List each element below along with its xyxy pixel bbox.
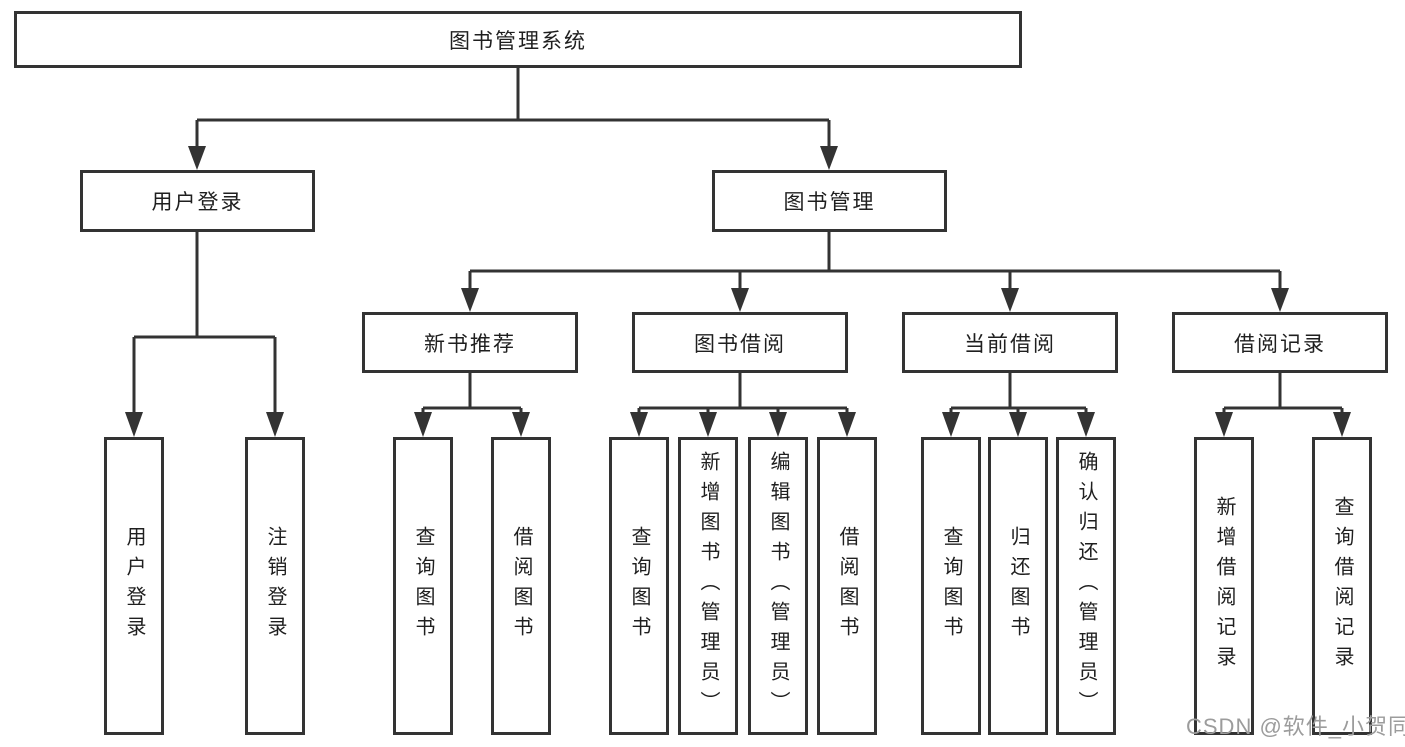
node-borrow-records: 借阅记录: [1172, 312, 1388, 373]
node-label: 查询借阅记录: [1331, 496, 1353, 676]
node-leaf-query-books-current: 查询图书: [921, 437, 981, 735]
connector-borrow-record-children: [1215, 373, 1351, 437]
node-leaf-borrow-books-recommend: 借阅图书: [491, 437, 551, 735]
node-label: 借阅图书: [836, 526, 858, 646]
node-leaf-add-borrow-record: 新增借阅记录: [1194, 437, 1254, 735]
node-new-book-recommend: 新书推荐: [362, 312, 578, 373]
connector-root-to-level2: [188, 68, 838, 170]
connector-user-login-children: [125, 232, 284, 437]
node-library-system: 图书管理系统: [14, 11, 1022, 68]
node-label: 编辑图书（管理员）: [767, 451, 789, 721]
node-label: 新增图书（管理员）: [697, 451, 719, 721]
node-leaf-query-books-recommend: 查询图书: [393, 437, 453, 735]
node-label: 查询图书: [940, 526, 962, 646]
connector-new-book-children: [414, 373, 530, 437]
node-label: 当前借阅: [964, 332, 1056, 356]
node-leaf-logout: 注销登录: [245, 437, 305, 735]
node-leaf-query-borrow-record: 查询借阅记录: [1312, 437, 1372, 735]
connector-book-borrow-children: [630, 373, 856, 437]
watermark: CSDN @软件_小贺同学: [1186, 714, 1405, 739]
node-label: 新书推荐: [424, 332, 516, 356]
node-label: 查询图书: [628, 526, 650, 646]
node-label: 借阅图书: [510, 526, 532, 646]
node-leaf-query-books-borrow: 查询图书: [609, 437, 669, 735]
node-label: 图书借阅: [694, 332, 786, 356]
node-leaf-confirm-return-admin: 确认归还（管理员）: [1056, 437, 1116, 735]
node-label: 确认归还（管理员）: [1075, 451, 1097, 721]
node-leaf-add-books-admin: 新增图书（管理员）: [678, 437, 738, 735]
node-leaf-user-login: 用户登录: [104, 437, 164, 735]
node-leaf-return-books: 归还图书: [988, 437, 1048, 735]
node-label: 用户登录: [151, 191, 244, 214]
node-label: 图书管理系统: [449, 29, 587, 53]
connector-current-borrow-children: [942, 373, 1095, 437]
node-label: 借阅记录: [1234, 332, 1326, 356]
node-leaf-borrow-books: 借阅图书: [817, 437, 877, 735]
node-book-management: 图书管理: [712, 170, 947, 232]
node-label: 用户登录: [123, 526, 145, 646]
node-label: 新增借阅记录: [1213, 496, 1235, 676]
node-label: 归还图书: [1007, 526, 1029, 646]
node-label: 图书管理: [783, 191, 876, 214]
node-user-login: 用户登录: [80, 170, 315, 232]
node-label: 注销登录: [264, 526, 286, 646]
node-book-borrow: 图书借阅: [632, 312, 848, 373]
node-leaf-edit-books-admin: 编辑图书（管理员）: [748, 437, 808, 735]
connector-book-management-children: [461, 232, 1289, 312]
node-label: 查询图书: [412, 526, 434, 646]
node-current-borrow: 当前借阅: [902, 312, 1118, 373]
